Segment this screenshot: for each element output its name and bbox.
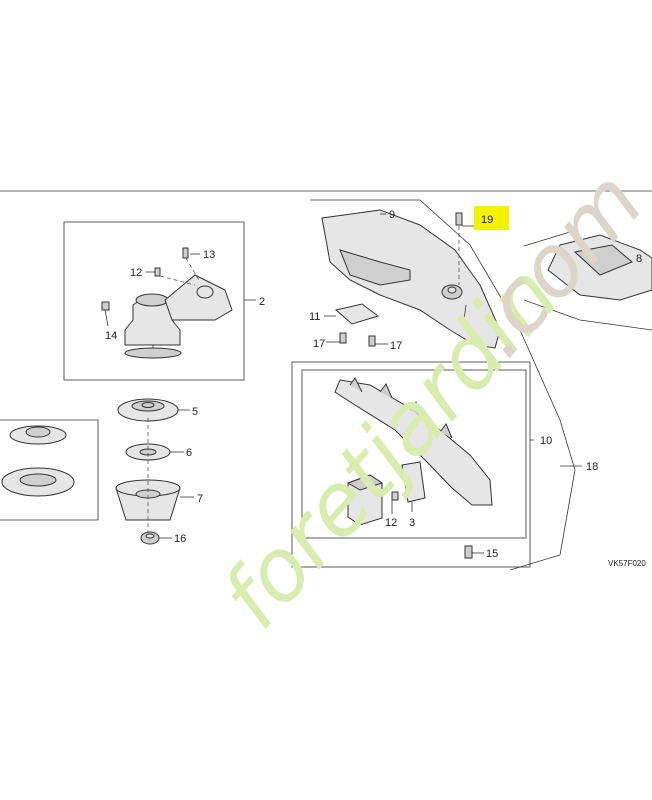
extension-group	[291, 361, 582, 568]
label-2: 2	[259, 296, 265, 308]
label-12-top: 12	[130, 267, 142, 279]
gear-case-box	[63, 221, 245, 381]
label-13: 13	[203, 249, 215, 261]
watermark: foretjardin .com	[203, 152, 652, 647]
highlight-19	[474, 206, 509, 230]
label-11: 11	[309, 311, 320, 323]
part-8-group	[523, 231, 652, 331]
gear-case-group	[63, 221, 256, 381]
label-10: 10	[540, 435, 552, 447]
left-partial-group	[0, 419, 99, 521]
label-17-left: 17	[313, 338, 325, 350]
label-16: 16	[174, 533, 186, 545]
label-17-right: 17	[390, 340, 402, 352]
label-18: 18	[586, 461, 598, 473]
label-7: 7	[197, 493, 203, 505]
diagram-code: VK57F020	[608, 559, 646, 568]
label-3: 3	[409, 517, 415, 529]
blade-holder-group	[115, 398, 194, 545]
plate-group	[324, 303, 388, 347]
bolt-17-right	[368, 335, 376, 347]
label-15: 15	[486, 548, 498, 560]
label-19: 19	[481, 214, 493, 226]
bolt-14	[101, 301, 110, 311]
bolt-19	[455, 212, 463, 226]
callout-labels: 2 3 5 6 7 8 9 10 11 12 12 13 14 15 16 17…	[105, 209, 646, 568]
label-12-bottom: 12	[385, 517, 397, 529]
plate-3	[401, 461, 426, 503]
bolt-12-bottom	[391, 491, 399, 501]
bolt-13	[182, 247, 189, 259]
guard-9	[321, 209, 501, 349]
label-14: 14	[105, 330, 117, 342]
gear-case-arm	[164, 274, 233, 321]
label-6: 6	[186, 447, 192, 459]
label-5: 5	[192, 406, 198, 418]
label-9: 9	[389, 209, 395, 221]
plate-11	[334, 303, 380, 325]
guard-group	[310, 199, 576, 571]
label-8: 8	[636, 253, 642, 265]
bolt-15	[464, 545, 473, 559]
bolt-12-top	[154, 267, 161, 277]
bolt-17-left	[339, 332, 347, 344]
